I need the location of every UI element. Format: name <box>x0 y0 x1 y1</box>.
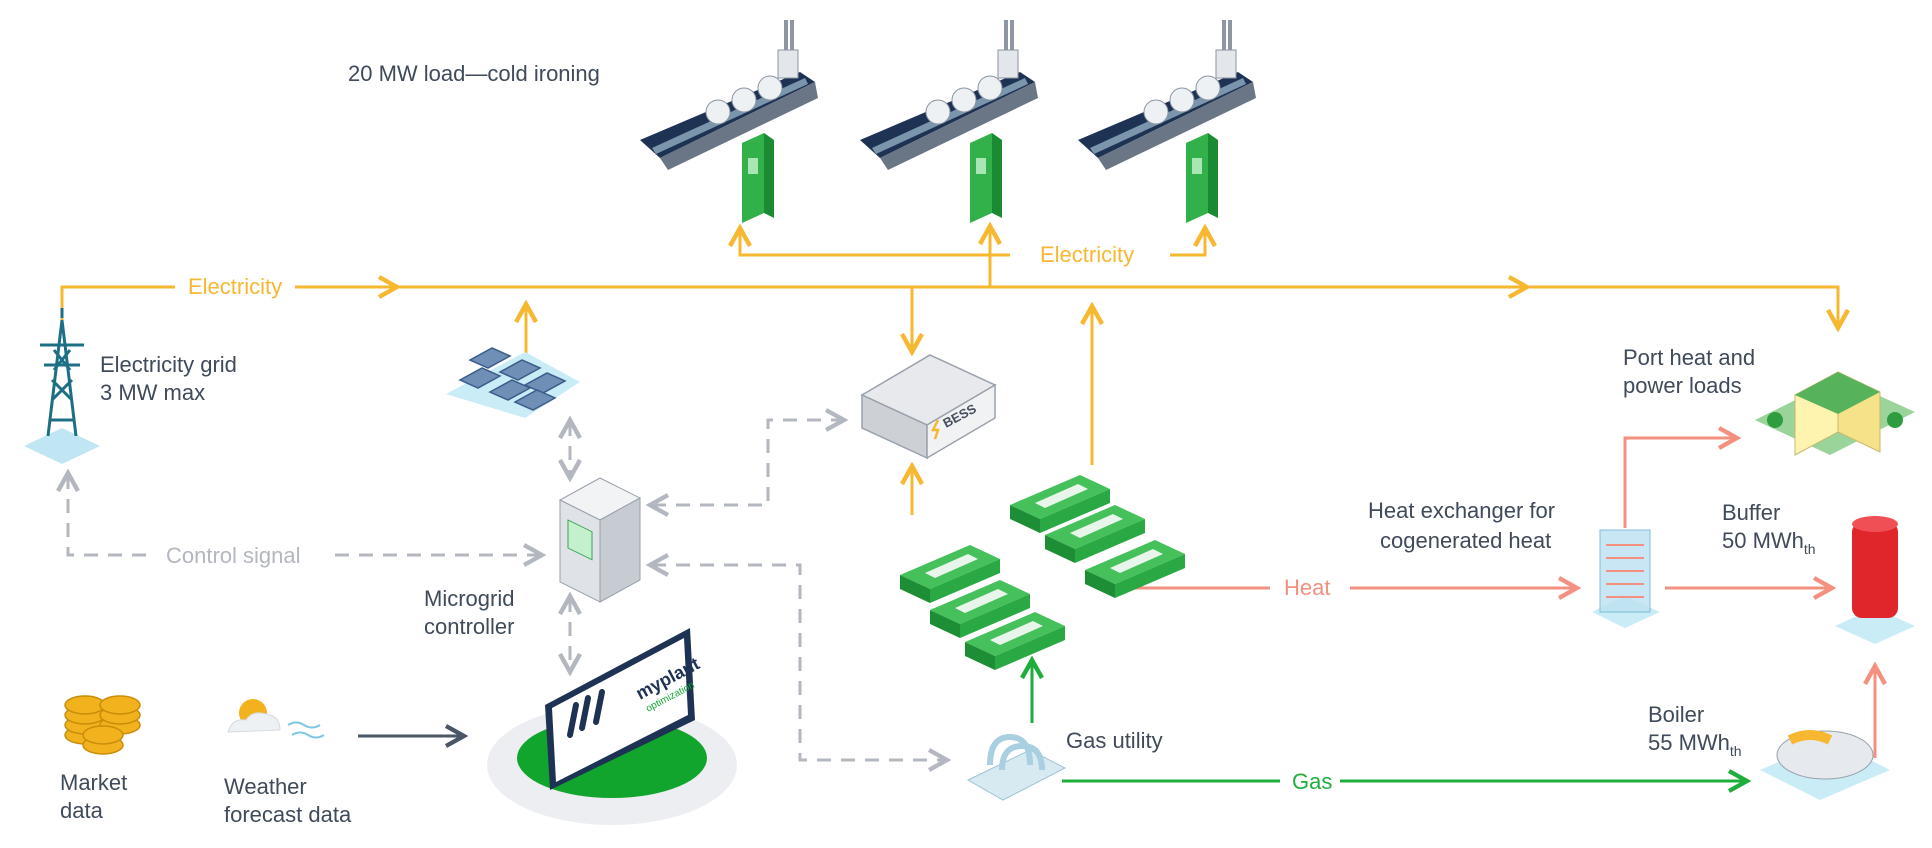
engine-genset-icon <box>900 475 1185 670</box>
grid-label-2: 3 MW max <box>100 380 205 405</box>
electricity-ships-label: Electricity <box>1040 242 1134 267</box>
ship-icon <box>640 20 818 170</box>
market-label-2: data <box>60 798 104 823</box>
port-loads-label-2: power loads <box>1623 373 1742 398</box>
heat-exchanger-icon <box>1592 529 1660 628</box>
gas-flows <box>1032 662 1745 781</box>
buffer-label-2: 50 MWhth <box>1722 528 1816 557</box>
battery-storage-icon: BESS <box>860 354 997 460</box>
controller-label-1: Microgrid <box>424 586 514 611</box>
control-signal-label: Control signal <box>166 543 301 568</box>
buffer-unit-sub: th <box>1804 541 1816 557</box>
ship-icon <box>1078 20 1256 170</box>
heat-flows <box>1112 438 1875 758</box>
port-loads-label-1: Port heat and <box>1623 345 1755 370</box>
ship-icon <box>860 20 1038 170</box>
shore-power-charger-icon <box>970 133 1002 223</box>
buffer-tank-icon <box>1835 516 1915 644</box>
heat-label: Heat <box>1284 575 1330 600</box>
weather-label-1: Weather <box>224 774 307 799</box>
cold-ironing-label: 20 MW load—cold ironing <box>348 61 600 86</box>
control-signal-flows <box>68 420 945 760</box>
electricity-main-label: Electricity <box>188 274 282 299</box>
weather-label-2: forecast data <box>224 802 352 827</box>
electricity-flows <box>60 228 1838 515</box>
heat-exchanger-label-2: cogenerated heat <box>1380 528 1551 553</box>
market-label-1: Market <box>60 770 127 795</box>
buffer-label-1: Buffer <box>1722 500 1780 525</box>
solar-panel-icon <box>446 347 580 418</box>
building-icon <box>1755 371 1915 456</box>
control-signal-label-bg <box>155 540 335 570</box>
gas-utility-label: Gas utility <box>1066 728 1163 753</box>
boiler-label-2: 55 MWhth <box>1648 730 1742 759</box>
buffer-capacity: 50 MWh <box>1722 528 1804 553</box>
boiler-label-1: Boiler <box>1648 702 1704 727</box>
gas-label: Gas <box>1292 769 1332 794</box>
boiler-capacity: 55 MWh <box>1648 730 1730 755</box>
shore-power-charger-icon <box>1186 133 1218 223</box>
grid-label-1: Electricity grid <box>100 352 237 377</box>
gas-utility-icon <box>966 733 1067 801</box>
monitor-icon: myplant optimization <box>487 628 737 825</box>
controller-label-2: controller <box>424 614 514 639</box>
sun-cloud-icon <box>227 699 325 739</box>
shore-power-charger-icon <box>742 133 774 223</box>
boiler-icon <box>1760 730 1890 800</box>
controller-cabinet-icon <box>558 477 642 603</box>
coin-stack-icon <box>64 695 141 755</box>
transmission-tower-icon <box>24 308 100 464</box>
boiler-unit-sub: th <box>1730 743 1742 759</box>
heat-exchanger-label-1: Heat exchanger for <box>1368 498 1555 523</box>
